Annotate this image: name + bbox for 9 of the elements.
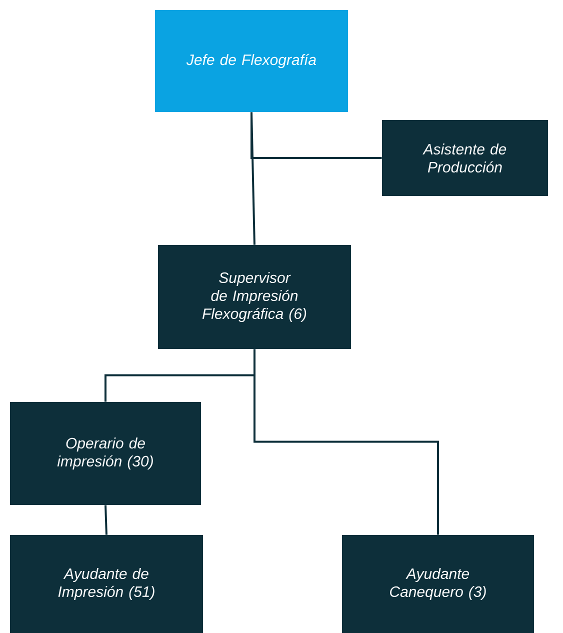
org-box: Ayudante de Impresión (51) <box>10 535 203 633</box>
org-box: Operario de impresión (30) <box>10 402 201 505</box>
connector-line <box>104 505 108 535</box>
connector-line <box>254 349 439 535</box>
org-box: Ayudante Canequero (3) <box>342 535 534 633</box>
org-box: Supervisor de Impresión Flexográfica (6) <box>158 245 351 349</box>
org-box: Jefe de Flexografía <box>155 10 348 112</box>
org-box: Asistente de Producción <box>382 120 548 196</box>
connector-line <box>250 112 382 159</box>
